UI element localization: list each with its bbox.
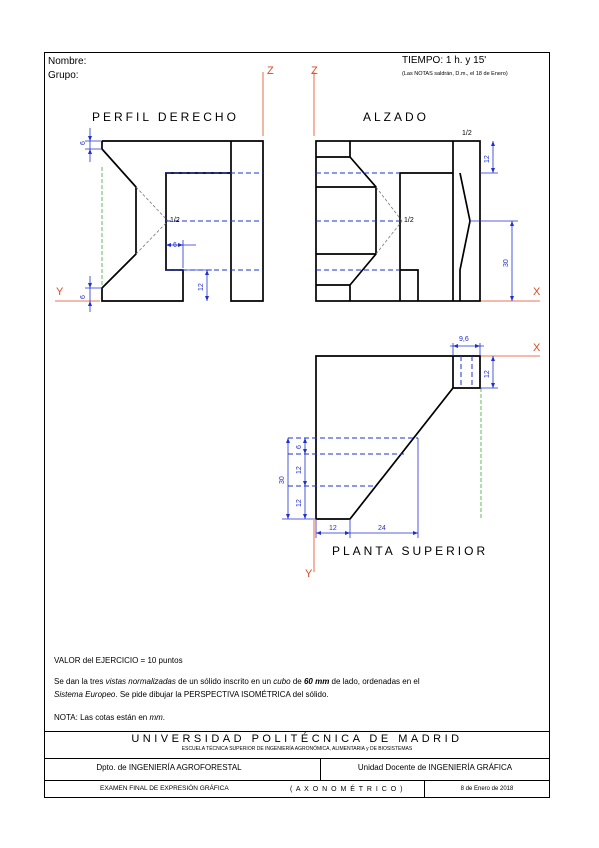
time-label: TIEMPO: 1 h. y 15' (402, 55, 487, 66)
dim-profile-half: 1/2 (170, 217, 180, 224)
axis-x-plan: X (533, 342, 541, 354)
elevation-construction (375, 186, 403, 255)
title-block-divider-1 (320, 758, 321, 780)
dimension-arrows (88, 136, 514, 535)
title-block-rule-3 (44, 780, 550, 781)
teaching-unit: Unidad Docente de INGENIERÍA GRÁFICA (357, 763, 513, 772)
profile-view (101, 140, 264, 302)
exercise-value: VALOR del EJERCICIO = 10 puntos (54, 656, 183, 665)
construction-lines (101, 167, 482, 519)
profile-hidden-lines (166, 172, 263, 271)
dimensions-note: NOTA: Las cotas están en mm. (54, 713, 166, 722)
dimension-lines (85, 128, 518, 538)
statement-line-2: Sistema Europeo. Se pide dibujar la PERS… (54, 690, 329, 699)
title-block-rule-2 (44, 758, 550, 759)
axis-z-profile: Z (267, 65, 274, 77)
department-name: Dpto. de INGENIERÍA AGROFORESTAL (96, 763, 242, 772)
axis-lines (55, 72, 540, 572)
name-label: Nombre: (48, 56, 87, 67)
title-block-divider-2 (424, 780, 425, 798)
exam-date: 8 de Enero de 2018 (460, 786, 514, 792)
dim-elevation-12: 12 (484, 155, 491, 163)
title-block-top-rule (44, 731, 550, 732)
profile-view-title: PERFIL DERECHO (92, 110, 239, 124)
statement-line-1: Se dan la tres vistas normalizadas de un… (54, 677, 420, 686)
dim-plan-12-bottom: 12 (329, 525, 337, 532)
plan-view-title: PLANTA SUPERIOR (332, 544, 489, 558)
school-name: ESCUELA TÉCNICA SUPERIOR DE INGENIERÍA A… (181, 746, 413, 752)
dim-elevation-half-mid: 1/2 (404, 217, 414, 224)
sheet-border (44, 52, 550, 798)
dim-profile-6-bottom: 6 (80, 295, 87, 299)
profile-construction (135, 186, 169, 255)
dim-profile-12: 12 (198, 283, 205, 291)
axis-y-profile: Y (56, 286, 64, 298)
university-name: UNIVERSIDAD POLITÉCNICA DE MADRID (131, 733, 463, 745)
axis-y-plan: Y (305, 568, 313, 580)
axis-z-elevation: Z (311, 65, 318, 77)
dim-elevation-30: 30 (503, 259, 510, 267)
plan-hidden-lines (288, 356, 473, 487)
dim-plan-6: 6 (296, 445, 303, 449)
axis-x-elevation: X (533, 286, 541, 298)
elevation-view-title: ALZADO (363, 110, 430, 124)
elevation-hidden-lines (316, 172, 400, 271)
dim-elevation-half-top: 1/2 (462, 130, 472, 137)
dim-plan-12-b: 12 (296, 499, 303, 507)
dim-plan-30: 30 (279, 476, 286, 484)
dim-plan-12-right: 12 (484, 370, 491, 378)
group-label: Grupo: (48, 70, 79, 81)
dim-plan-12-a: 12 (296, 466, 303, 474)
dim-profile-6-mid: 6 (173, 242, 177, 249)
exam-type: ( A X O N O M É T R I C O ) (290, 786, 404, 793)
grades-note: (Las NOTAS saldrán, D.m., el 18 de Enero… (402, 71, 508, 77)
dim-profile-6-top: 6 (80, 141, 87, 145)
dim-plan-24: 24 (378, 525, 386, 532)
exam-name: EXAMEN FINAL DE EXPRESIÓN GRÁFICA (100, 785, 229, 792)
dim-plan-9-6: 9,6 (459, 336, 469, 343)
